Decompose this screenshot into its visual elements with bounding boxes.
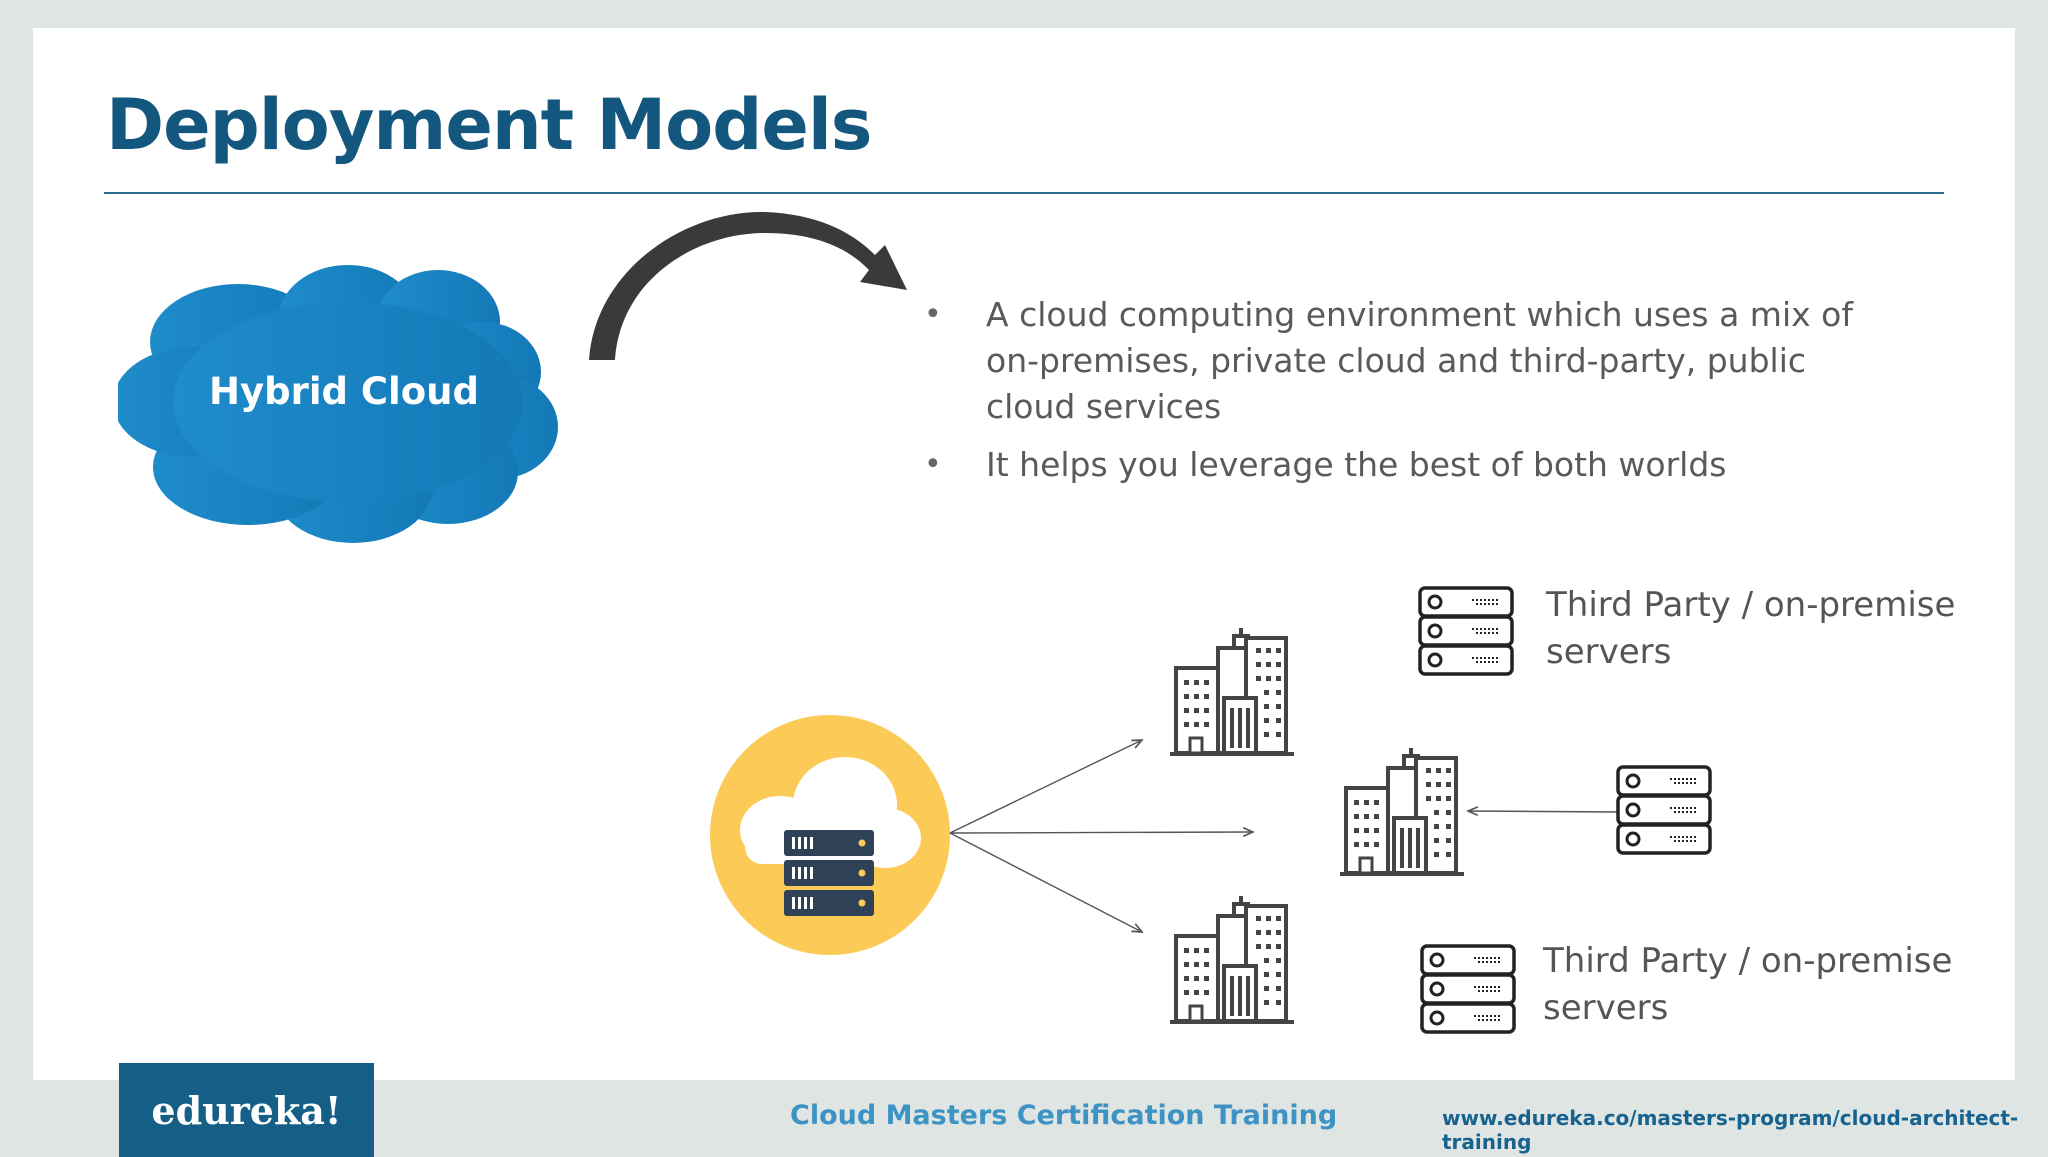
building-icon	[1338, 746, 1466, 876]
bullet-marker: •	[924, 447, 942, 482]
server-rack-icon	[1418, 586, 1514, 676]
slide-canvas	[33, 28, 2015, 1080]
server-rack-icon	[1616, 765, 1712, 855]
connector-lines	[949, 740, 1619, 932]
bullet-list: • A cloud computing environment which us…	[918, 292, 1858, 500]
cloud-server-icon	[710, 715, 950, 955]
bullet-item: • A cloud computing environment which us…	[918, 292, 1858, 430]
server-rack-icon	[1420, 944, 1516, 1034]
hybrid-cloud-shape: Hybrid Cloud	[113, 262, 570, 544]
cloud-icon	[113, 265, 558, 543]
bullet-text: A cloud computing environment which uses…	[986, 295, 1853, 426]
bullet-item: • It helps you leverage the best of both…	[918, 442, 1858, 488]
slide-title: Deployment Models	[106, 84, 872, 166]
course-title: Cloud Masters Certification Training	[790, 1100, 1338, 1131]
building-icon	[1168, 894, 1296, 1024]
hybrid-cloud-label: Hybrid Cloud	[209, 370, 479, 413]
server-label-top: Third Party / on-premise servers	[1546, 585, 1956, 672]
bullet-text: It helps you leverage the best of both w…	[986, 445, 1727, 484]
course-url[interactable]: www.edureka.co/masters-program/cloud-arc…	[1442, 1106, 2019, 1154]
title-divider	[104, 192, 1944, 194]
building-icon	[1168, 626, 1296, 756]
server-label-bottom: Third Party / on-premise servers	[1543, 941, 1953, 1028]
bullet-marker: •	[924, 297, 942, 332]
curved-arrow-icon	[589, 211, 907, 360]
edureka-logo: edureka!	[119, 1063, 374, 1157]
